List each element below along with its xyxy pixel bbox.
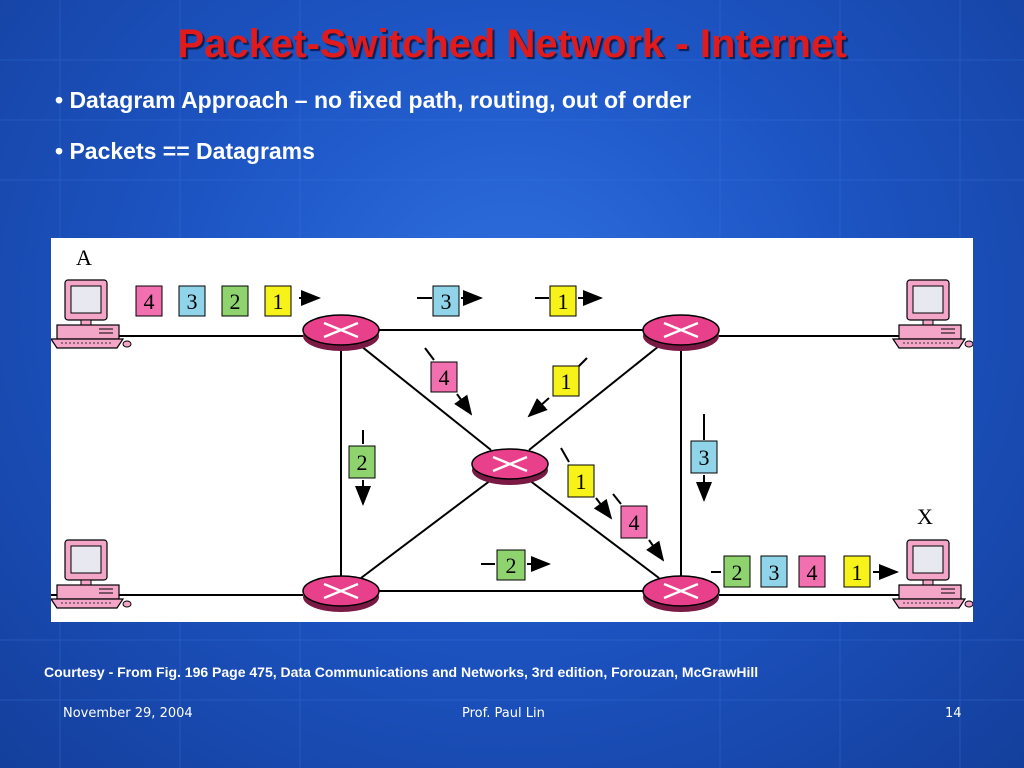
packet-4-source: 4	[135, 285, 163, 317]
bullet-datagram-approach: • Datagram Approach – no fixed path, rou…	[55, 87, 691, 113]
packet-2-source: 2	[221, 285, 249, 317]
packet-2-left-vertical: 2	[348, 430, 376, 506]
svg-text:3: 3	[769, 560, 780, 585]
router-top-right	[641, 313, 721, 353]
packet-4-lower-diagonal: 4	[612, 493, 665, 562]
router-bottom-right	[641, 574, 721, 614]
computer-x-icon	[892, 539, 974, 609]
svg-text:2: 2	[357, 450, 368, 475]
router-center	[470, 447, 550, 487]
svg-text:3: 3	[187, 289, 198, 314]
packet-3-top-link: 3	[417, 285, 483, 317]
packet-1-destination: 1	[843, 555, 871, 588]
svg-text:4: 4	[629, 510, 640, 535]
packet-1-source: 1	[264, 285, 292, 317]
packet-3-source: 3	[178, 285, 206, 317]
packet-1-top-link: 1	[535, 285, 603, 317]
router-top-left	[301, 313, 381, 353]
packet-1-lower-diagonal: 1	[560, 447, 613, 520]
packet-2-bottom-link: 2	[481, 549, 551, 581]
svg-text:1: 1	[273, 289, 284, 314]
label-receiver-x: X	[917, 504, 933, 529]
network-diagram: A X 4 3 2 1 3	[50, 238, 974, 622]
svg-text:1: 1	[561, 369, 572, 394]
packet-1-upper-diagonal: 1	[527, 357, 588, 418]
computer-a-icon	[50, 279, 132, 349]
label-sender-a: A	[76, 245, 92, 270]
computer-bottom-left-icon	[50, 539, 132, 609]
svg-text:2: 2	[732, 560, 743, 585]
slide-title: Packet-Switched Network - Internet	[177, 22, 847, 66]
svg-text:1: 1	[576, 469, 587, 494]
packet-2-destination: 2	[723, 555, 751, 588]
packet-4-destination: 4	[798, 555, 826, 588]
svg-text:4: 4	[807, 560, 818, 585]
svg-text:4: 4	[439, 365, 450, 390]
svg-text:3: 3	[699, 445, 710, 470]
bullet-packets-datagrams: • Packets == Datagrams	[55, 138, 315, 164]
svg-text:1: 1	[558, 289, 569, 314]
network-diagram-svg: A X 4 3 2 1 3	[50, 245, 974, 614]
computer-top-right-icon	[892, 279, 974, 349]
footer-date: November 29, 2004	[63, 706, 193, 721]
svg-text:2: 2	[506, 553, 517, 578]
footer-page-number: 14	[945, 706, 962, 721]
svg-text:2: 2	[230, 289, 241, 314]
svg-text:4: 4	[144, 289, 155, 314]
footer-author: Prof. Paul Lin	[462, 706, 545, 721]
svg-text:3: 3	[441, 289, 452, 314]
packet-4-upper-diagonal: 4	[424, 347, 473, 416]
figure-caption: Courtesy - From Fig. 196 Page 475, Data …	[44, 664, 759, 680]
packet-3-destination: 3	[760, 555, 788, 588]
svg-text:1: 1	[852, 560, 863, 585]
router-bottom-left	[301, 574, 381, 614]
packet-3-right-vertical: 3	[690, 414, 718, 502]
